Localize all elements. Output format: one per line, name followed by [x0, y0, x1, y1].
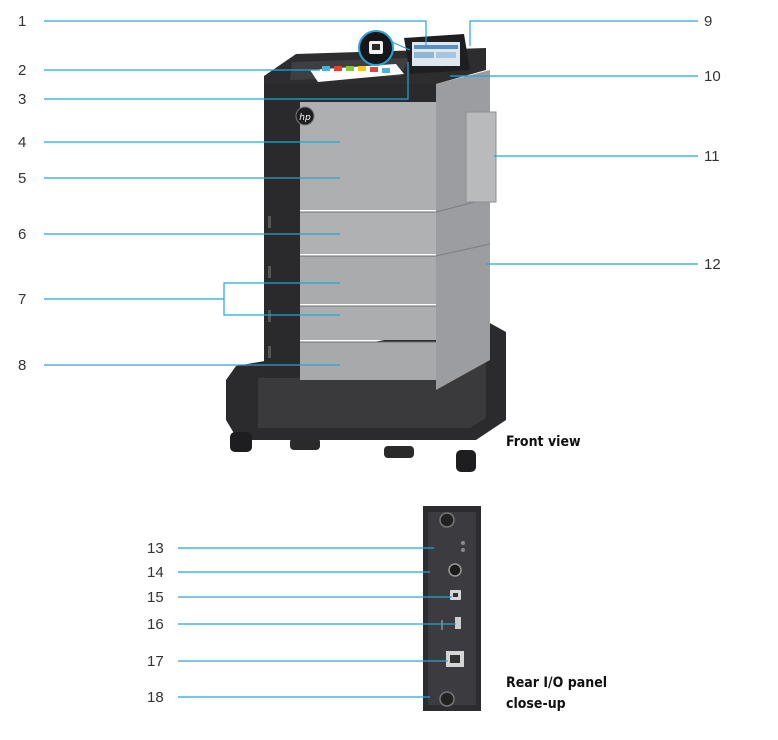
callout-8: 8 — [18, 357, 26, 374]
callout-7: 7 — [18, 291, 26, 308]
callout-2: 2 — [18, 62, 26, 79]
callout-4: 4 — [18, 134, 26, 151]
printer-front-illustration: hp — [226, 30, 506, 472]
callout-6: 6 — [18, 226, 26, 243]
callout-3: 3 — [18, 91, 26, 108]
callout-11: 11 — [704, 148, 720, 165]
callout-15: 15 — [147, 589, 164, 606]
callout-numbers: 1 2 3 4 5 6 7 8 9 10 11 12 13 14 15 16 1… — [18, 13, 721, 706]
callout-12: 12 — [704, 256, 721, 273]
leader-lines — [44, 20, 698, 698]
rear-panel-caption-line2: close-up — [506, 696, 566, 712]
callout-10: 10 — [704, 68, 721, 85]
rear-panel-caption-line1: Rear I/O panel — [506, 675, 607, 691]
hp-logo: hp — [299, 113, 311, 123]
callout-17: 17 — [147, 653, 164, 670]
callout-1: 1 — [18, 13, 26, 30]
callout-9: 9 — [704, 13, 712, 30]
callout-16: 16 — [147, 616, 164, 633]
callout-13: 13 — [147, 540, 164, 557]
front-view-caption: Front view — [506, 434, 581, 450]
callout-5: 5 — [18, 170, 26, 187]
callout-14: 14 — [147, 564, 164, 581]
callout-18: 18 — [147, 689, 164, 706]
rear-io-panel-illustration — [423, 506, 481, 711]
